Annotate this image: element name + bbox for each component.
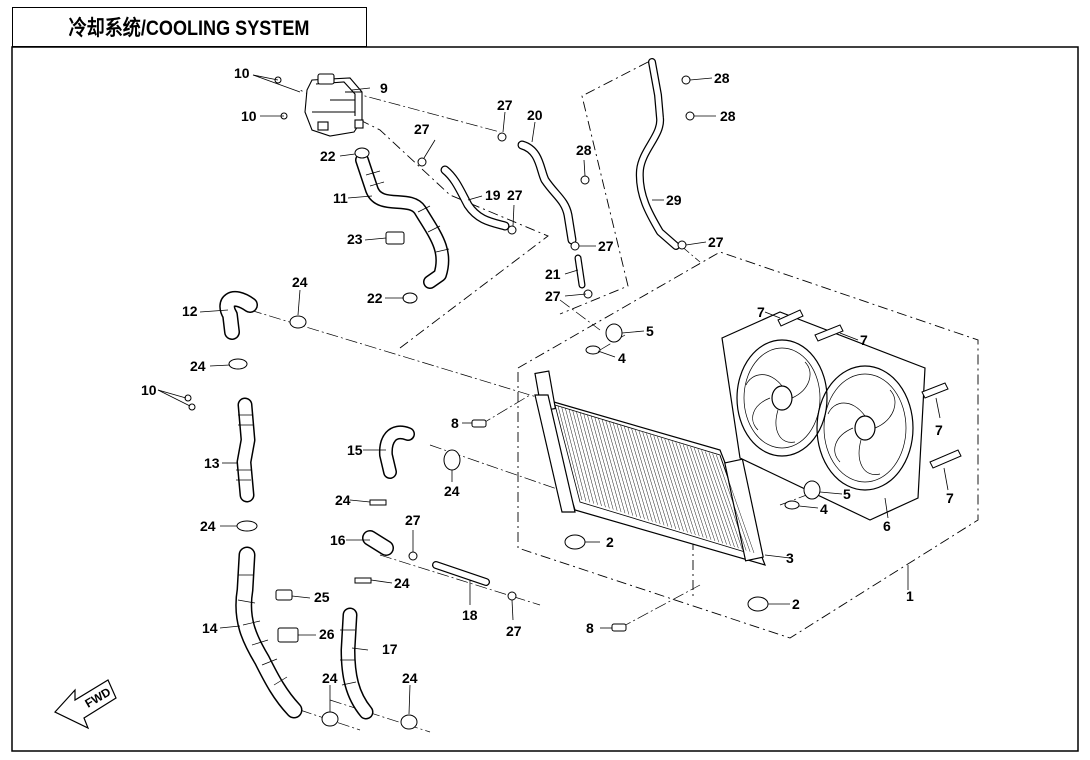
callout-28: 28 — [576, 142, 592, 158]
callout-24: 24 — [322, 670, 338, 686]
callout-28: 28 — [720, 108, 736, 124]
callout-1: 1 — [906, 588, 914, 604]
callout-24: 24 — [190, 358, 206, 374]
callout-24: 24 — [335, 492, 351, 508]
sensor-25 — [275, 589, 293, 601]
callout-4: 4 — [618, 350, 626, 366]
leader-lines — [157, 74, 949, 715]
callout-24: 24 — [200, 518, 216, 534]
callout-3: 3 — [786, 550, 794, 566]
hoses — [219, 58, 680, 720]
callout-22: 22 — [320, 148, 336, 164]
expansion-tank — [304, 73, 364, 137]
sensor-26 — [277, 627, 299, 643]
callout-27: 27 — [405, 512, 421, 528]
callout-7: 7 — [860, 332, 868, 348]
callout-27: 27 — [497, 97, 513, 113]
small-fittings — [184, 75, 695, 643]
callout-20: 20 — [527, 107, 543, 123]
callout-7: 7 — [946, 490, 954, 506]
radiator-fins — [557, 405, 755, 554]
radiator-assembly-outline — [517, 251, 979, 639]
callout-26: 26 — [319, 626, 335, 642]
callout-10: 10 — [241, 108, 257, 124]
fan-blades — [745, 361, 896, 475]
callout-10: 10 — [141, 382, 157, 398]
callout-8: 8 — [451, 415, 459, 431]
callout-2: 2 — [606, 534, 614, 550]
diagram-title: 冷却系统/COOLING SYSTEM — [69, 17, 310, 40]
callout-2: 2 — [792, 596, 800, 612]
callout-7: 7 — [757, 304, 765, 320]
callout-7: 7 — [935, 422, 943, 438]
callout-17: 17 — [382, 641, 398, 657]
fwd-arrow: FWD — [54, 679, 117, 730]
callout-13: 13 — [204, 455, 220, 471]
callout-16: 16 — [330, 532, 346, 548]
callout-28: 28 — [714, 70, 730, 86]
callout-24: 24 — [292, 274, 308, 290]
callout-15: 15 — [347, 442, 363, 458]
callout-25: 25 — [314, 589, 330, 605]
callout-22: 22 — [367, 290, 383, 306]
callout-27: 27 — [598, 238, 614, 254]
callout-8: 8 — [586, 620, 594, 636]
callout-4: 4 — [820, 501, 828, 517]
frame-border — [11, 46, 1079, 752]
callout-5: 5 — [646, 323, 654, 339]
callout-numbers: 1 2 2 3 4 4 5 5 6 7 7 7 7 8 8 9 10 10 10… — [141, 65, 954, 686]
callout-27: 27 — [506, 623, 522, 639]
callout-9: 9 — [380, 80, 388, 96]
callout-29: 29 — [666, 192, 682, 208]
callout-18: 18 — [462, 607, 478, 623]
grommet-strips — [777, 309, 962, 469]
callout-27: 27 — [507, 187, 523, 203]
fan-shroud — [721, 311, 926, 521]
callout-24: 24 — [444, 483, 460, 499]
callout-27: 27 — [545, 288, 561, 304]
callout-12: 12 — [182, 303, 198, 319]
callout-6: 6 — [883, 518, 891, 534]
hose-clamps — [228, 147, 461, 730]
callout-14: 14 — [202, 620, 218, 636]
callout-24: 24 — [394, 575, 410, 591]
title-box: 冷却系统/COOLING SYSTEM — [12, 7, 367, 47]
callout-11: 11 — [333, 190, 348, 206]
mounts — [471, 323, 821, 632]
callout-5: 5 — [843, 486, 851, 502]
hose-details — [236, 170, 450, 686]
callout-23: 23 — [347, 231, 363, 247]
sensor-23 — [385, 231, 405, 245]
callout-10: 10 — [234, 65, 250, 81]
callout-19: 19 — [485, 187, 501, 203]
callout-27: 27 — [708, 234, 724, 250]
callout-27: 27 — [414, 121, 430, 137]
callout-24: 24 — [402, 670, 418, 686]
callout-21: 21 — [545, 266, 561, 282]
